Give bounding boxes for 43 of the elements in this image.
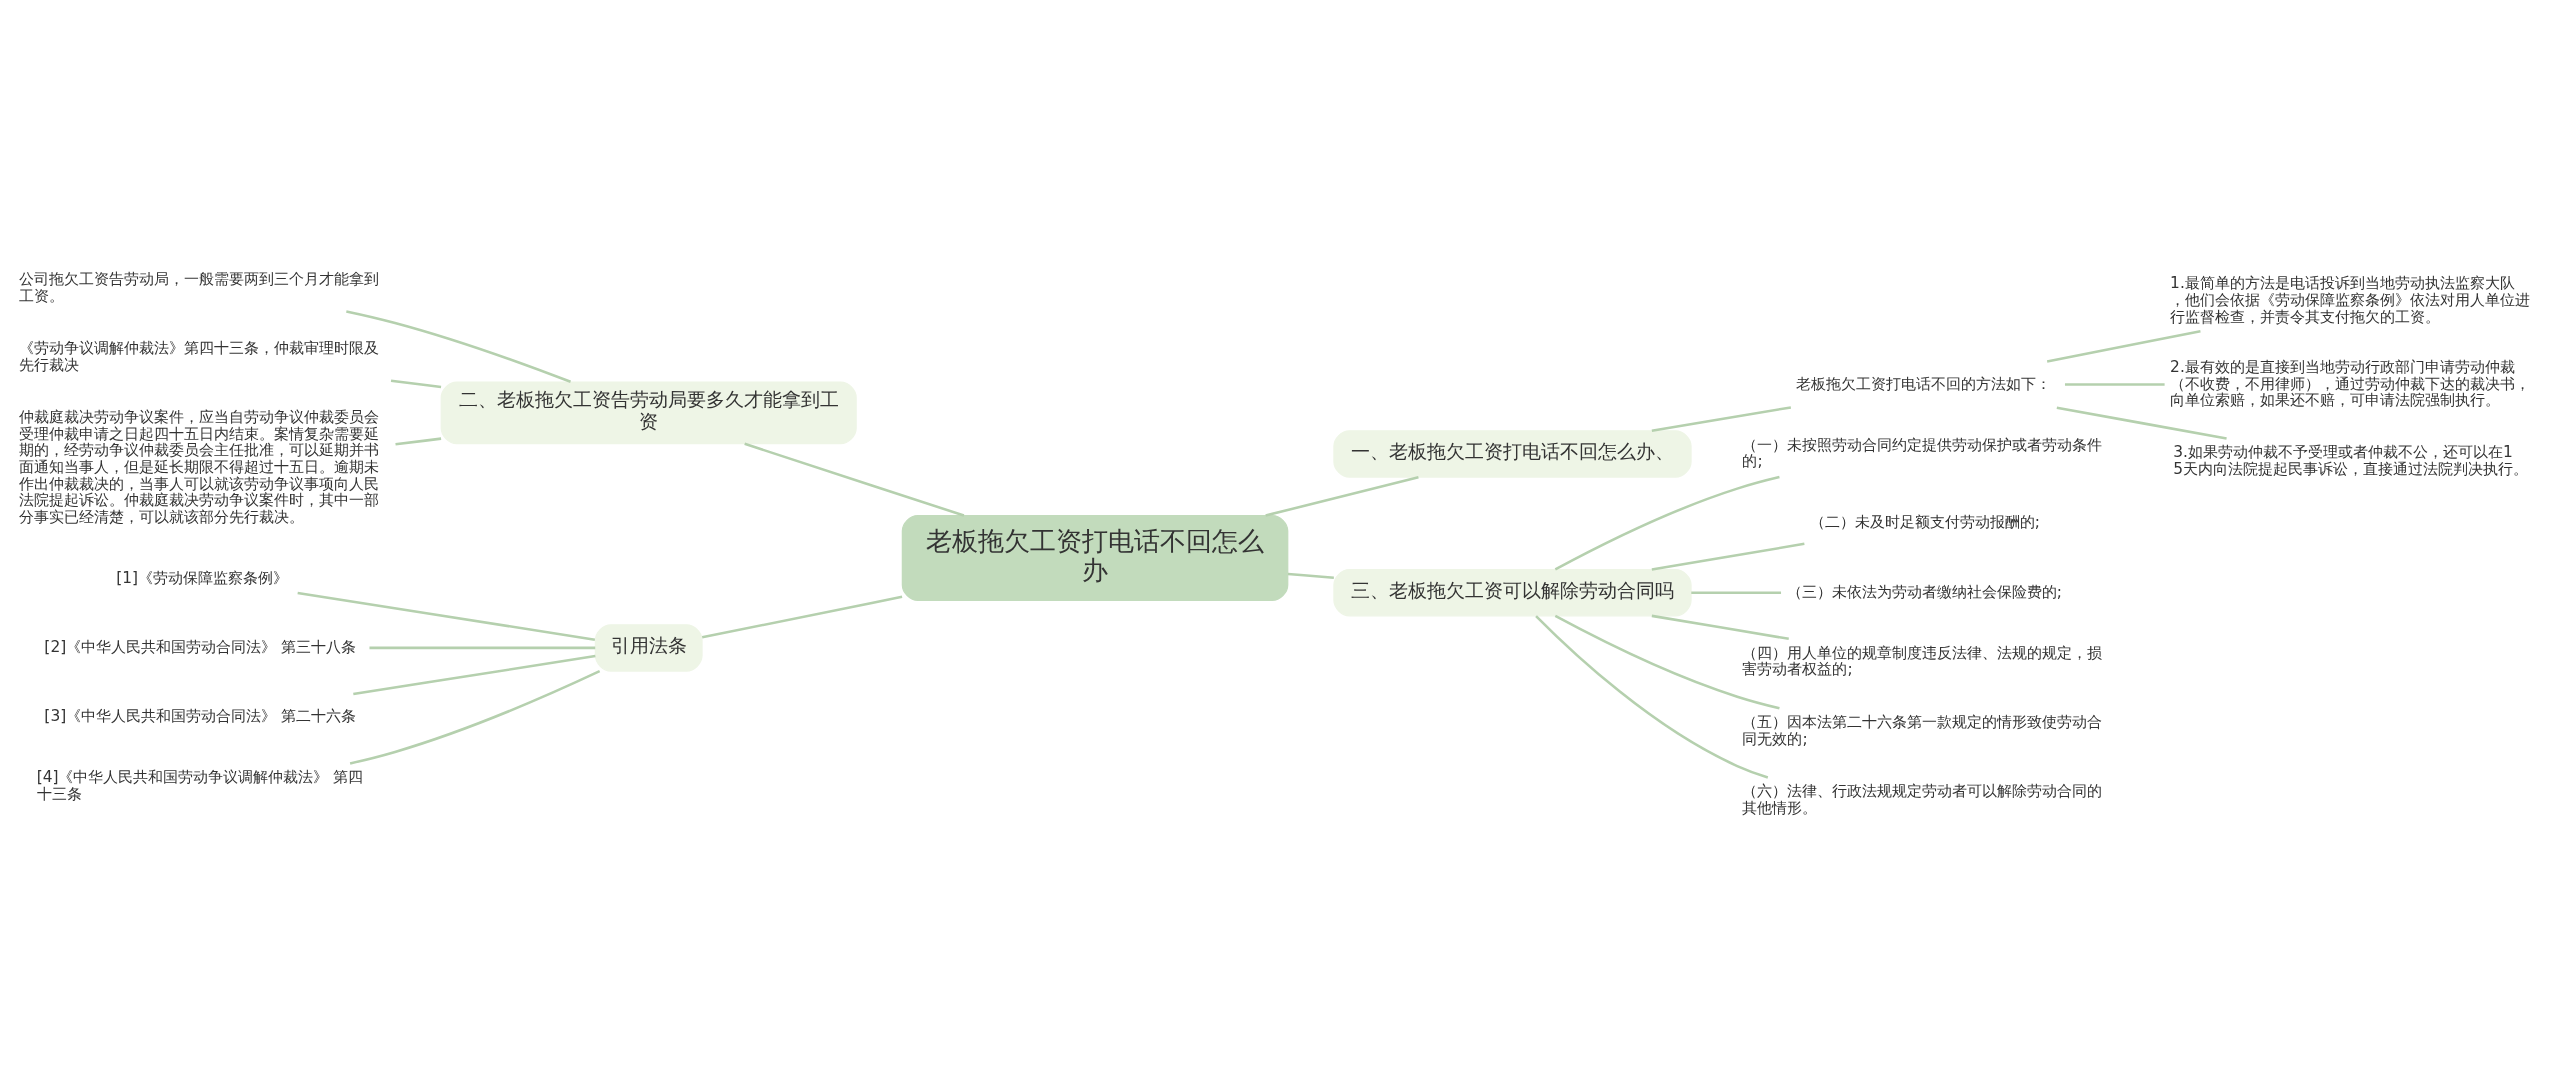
- connector: [1651, 542, 1805, 571]
- node-text: [4]《中华人民共和国劳动争议调解仲裁法》 第四十三条: [36, 768, 364, 803]
- connector: [1287, 572, 1334, 580]
- node-text: [3]《中华人民共和国劳动合同法》 第二十六条: [44, 707, 357, 726]
- connector: [395, 437, 442, 446]
- connector: [1554, 475, 1780, 571]
- node-box: 三、老板拖欠工资可以解除劳动合同吗: [1333, 568, 1692, 617]
- node-text: [2]《中华人民共和国劳动合同法》 第三十八条: [44, 637, 357, 656]
- node-text: 3.如果劳动仲裁不予受理或者仲裁不公，还可以在15天内向法院提起民事诉讼，直接通过法院判决执行。: [2173, 443, 2529, 478]
- node-text: 老板拖欠工资打电话不回的方法如下：: [1796, 374, 2052, 393]
- connector: [390, 379, 442, 389]
- node-text: （三）未依法为劳动者缴纳社会保险费的;: [1786, 582, 2062, 601]
- connector: [353, 654, 596, 696]
- connector: [1651, 614, 1789, 641]
- connector: [349, 669, 601, 765]
- node-text: 仲裁庭裁决劳动争议案件，应当自劳动争议仲裁委员会受理仲裁申请之日起四十五日内结束。案情复杂需要延期的，经劳动争议仲裁委员会主任批准，可以延期并书面通知当事人，但是延长期限不得超过十五日。逾期未作出仲裁裁决的，当事人可以就该劳动争议事项向人民法院提起诉讼。仲裁庭裁决劳动争议案件时，其中一部分事实已经清楚，可以就该部分先行裁决。: [18, 407, 379, 527]
- connector: [1535, 615, 1769, 779]
- node-box: 二、老板拖欠工资告劳动局要多久才能拿到工资: [440, 381, 857, 445]
- connector: [1691, 591, 1782, 594]
- connector: [744, 442, 965, 517]
- connector: [2046, 330, 2201, 363]
- node-text: （一）未按照劳动合同约定提供劳动保护或者劳动条件的;: [1742, 435, 2103, 471]
- connector: [346, 310, 571, 383]
- connector: [297, 591, 596, 641]
- node-text: 公司拖欠工资告劳动局，一般需要两到三个月才能拿到工资。: [18, 269, 379, 305]
- node-box: 引用法条: [594, 624, 703, 672]
- node-text: 《劳动争议调解仲裁法》第四十三条，仲裁审理时限及先行裁决: [18, 339, 379, 374]
- node-box: 老板拖欠工资打电话不回怎么办: [901, 514, 1289, 601]
- connector: [701, 595, 903, 639]
- node-text: [1]《劳动保障监察条例》: [116, 568, 289, 587]
- node-text: （四）用人单位的规章制度违反法律、法规的规定，损害劳动者权益的;: [1742, 643, 2103, 679]
- node-text: （六）法律、行政法规规定劳动者可以解除劳动合同的其他情形。: [1742, 782, 2103, 818]
- node-text: （五）因本法第二十六条第一款规定的情形致使劳动合同无效的;: [1742, 713, 2103, 748]
- connector: [2064, 383, 2165, 386]
- connector: [1554, 614, 1780, 710]
- node-text: （二）未及时足额支付劳动报酬的;: [1809, 513, 2041, 532]
- node-text: 2.最有效的是直接到当地劳动行政部门申请劳动仲裁（不收费，不用律师），通过劳动仲裁下达的裁决书，向单位索赔，如果还不赔，可申请法院强制执行。: [2170, 357, 2531, 410]
- connector: [2056, 406, 2227, 440]
- node-text: 1.最简单的方法是电话投诉到当地劳动执法监察大队，他们会依据《劳动保障监察条例》依法对用人单位进行监督检查，并责令其支付拖欠的工资。: [2170, 274, 2531, 326]
- connector: [369, 646, 596, 650]
- connector: [1651, 406, 1792, 432]
- node-box: 一、老板拖欠工资打电话不回怎么办、: [1333, 430, 1692, 478]
- connector: [1265, 475, 1419, 517]
